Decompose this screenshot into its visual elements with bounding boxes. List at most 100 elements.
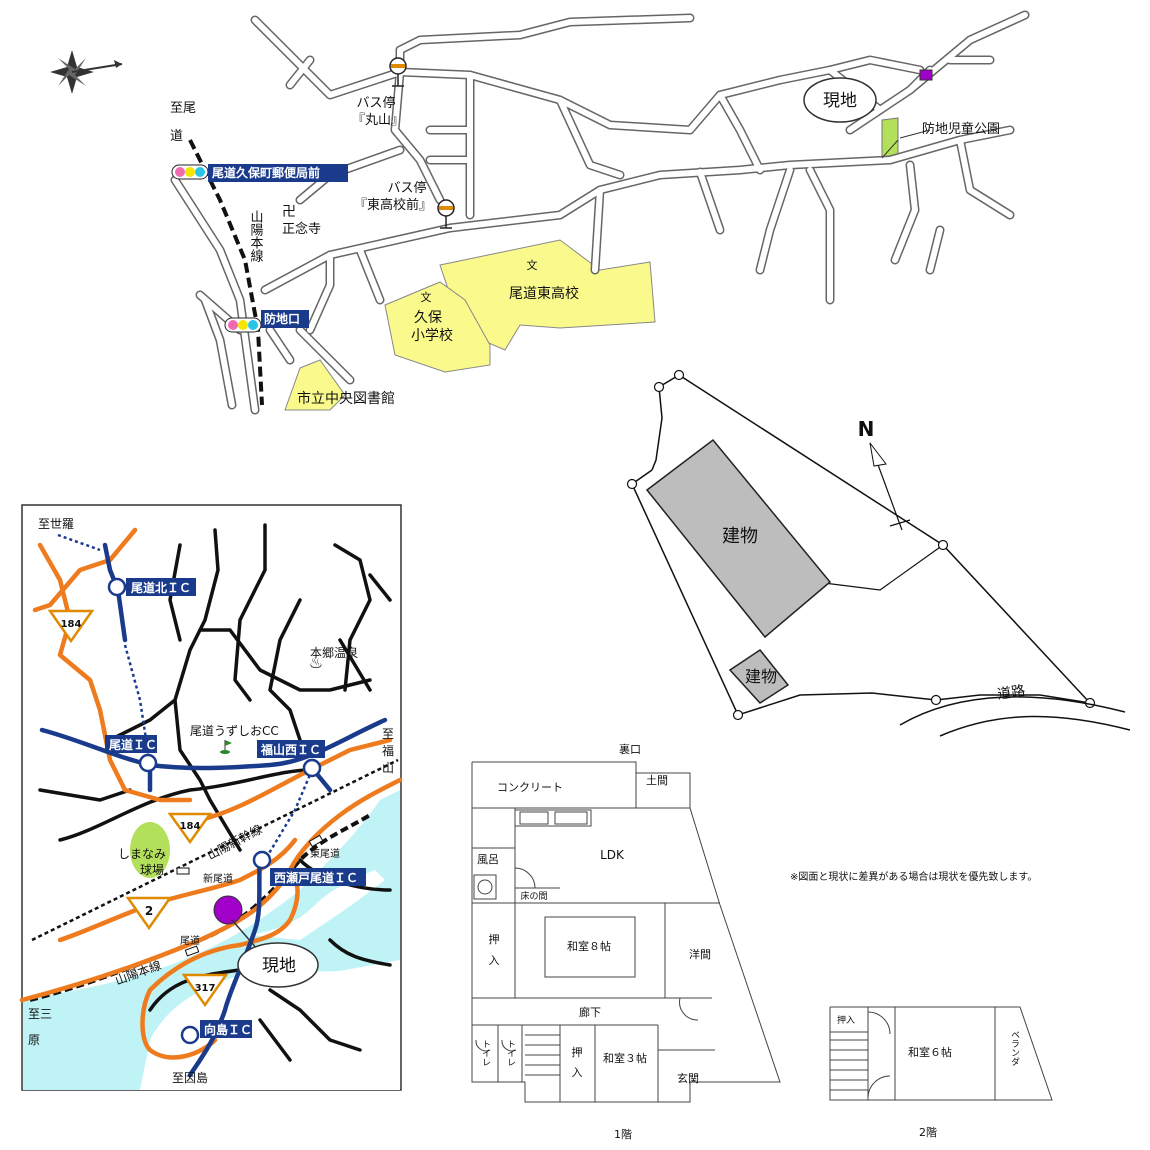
park-label: 防地児童公園 bbox=[922, 121, 1000, 137]
north-arrow-icon bbox=[869, 442, 911, 531]
traffic-signal-icon bbox=[224, 317, 262, 333]
shimanami-label-2: 球場 bbox=[140, 863, 164, 877]
station-icon bbox=[308, 834, 324, 848]
building-small bbox=[728, 648, 790, 704]
floor-plan-2-labels: 押入 和室６帖 ベランダ 2階 bbox=[837, 1014, 1020, 1139]
to-mihara-label-2: 原 bbox=[28, 1033, 40, 1047]
onomichi-kita-ic-label: 尾道北ＩＣ bbox=[131, 580, 191, 595]
signal-post-office-label: 尾道久保町郵便局前 bbox=[212, 165, 320, 180]
washitsu-3-label: 和室３帖 bbox=[603, 1051, 647, 1065]
bus-stop-higashi-label: バス停 bbox=[387, 180, 426, 196]
fukuyama-nishi-ic-label: 福山西ＩＣ bbox=[260, 742, 321, 757]
route-2-label: 2 bbox=[145, 904, 153, 918]
shimanami-label: しまなみ bbox=[118, 847, 166, 861]
ic-marker bbox=[107, 577, 127, 597]
onomichi-ic-label: 尾道ＩＣ bbox=[109, 737, 157, 752]
higashi-onomichi-label: 東尾道 bbox=[310, 847, 340, 860]
ic-marker bbox=[252, 850, 272, 870]
toilet-2-label: トイレ bbox=[505, 1040, 516, 1067]
bus-stop-maruyama-icon bbox=[389, 57, 407, 87]
bath-label: 風呂 bbox=[477, 853, 499, 866]
oshiire-2-label-2: 入 bbox=[572, 1066, 583, 1079]
back-door-label: 裏口 bbox=[619, 742, 641, 756]
route-shield-icon bbox=[181, 973, 229, 1008]
mukaishima-ic-label: 向島ＩＣ bbox=[204, 1022, 252, 1037]
floor-2-label: 2階 bbox=[919, 1125, 937, 1139]
building-main bbox=[645, 438, 832, 639]
yoma-label: 洋間 bbox=[689, 947, 711, 961]
toilet-1-label: トイレ bbox=[480, 1040, 491, 1067]
ic-label-bg bbox=[105, 735, 157, 753]
ic-marker bbox=[180, 1025, 200, 1045]
site-marker bbox=[919, 69, 933, 81]
floor-plan-1 bbox=[471, 761, 781, 1103]
to-innoshima-label: 至因島 bbox=[172, 1070, 208, 1085]
bus-stop-maruyama-name: 『丸山』 bbox=[352, 113, 404, 128]
signal-bochiguchi-label: 防地口 bbox=[264, 311, 300, 326]
doma-label: 土間 bbox=[646, 774, 668, 787]
ic-marker bbox=[302, 758, 322, 778]
onsen-icon: ♨ bbox=[309, 653, 323, 672]
area-site-bubble bbox=[237, 942, 319, 988]
area-site-marker bbox=[213, 895, 243, 925]
current-site-label: 現地 bbox=[823, 91, 857, 111]
shin-onomichi-label: 新尾道 bbox=[203, 872, 233, 885]
shinkansen-line bbox=[31, 758, 399, 942]
oshiire-label: 押 bbox=[489, 932, 500, 946]
kubo-school-label-2: 小学校 bbox=[411, 327, 453, 344]
sanyo-main-line-label: 山陽本線 bbox=[248, 210, 264, 262]
oshiire-2-label: 押 bbox=[572, 1045, 583, 1059]
ic-marker bbox=[138, 753, 158, 773]
oshiire-f2-label: 押入 bbox=[837, 1014, 855, 1026]
local-map: 現地 バス停 『丸山』 バス停 『東高校前』 尾道久保町郵便局前 防地口 至尾 … bbox=[50, 10, 1030, 415]
temple-name: 正念寺 bbox=[282, 221, 321, 237]
corridor-label: 廊下 bbox=[579, 1005, 601, 1019]
higashi-high-school-label: 尾道東高校 bbox=[509, 285, 579, 302]
washitsu-6-label: 和室６帖 bbox=[908, 1045, 952, 1059]
bus-stop-higashi-icon bbox=[437, 199, 455, 229]
station-icon bbox=[176, 867, 190, 875]
sanyo-railway-line bbox=[188, 139, 264, 406]
golf-flag-icon bbox=[220, 740, 232, 754]
concrete-label: コンクリート bbox=[497, 781, 563, 794]
to-fukuyama-label-3: 山 bbox=[382, 761, 394, 775]
veranda-label: ベランダ bbox=[1009, 1030, 1020, 1066]
to-onomichi-label: 至尾 bbox=[170, 101, 196, 116]
onomichi-station-label: 尾道 bbox=[180, 934, 200, 947]
school-symbol-icon: 文 bbox=[421, 290, 432, 304]
library-label: 市立中央図書館 bbox=[297, 390, 395, 407]
compass-rose-icon bbox=[50, 50, 123, 94]
hongo-onsen-label: 本郷温泉 bbox=[310, 646, 358, 660]
golf-course-label: 尾道うずしおCC bbox=[190, 724, 279, 738]
route-317-label: 317 bbox=[195, 983, 216, 994]
kubo-school-label: 久保 bbox=[414, 310, 442, 326]
library-area bbox=[284, 359, 346, 411]
ic-label-bg bbox=[200, 1020, 252, 1038]
signal-label-bg bbox=[208, 164, 348, 182]
floor-plan-1-labels: 裏口 コンクリート 土間 LDK 風呂 床の間 押 入 和室８帖 洋間 廊下 ト… bbox=[477, 742, 711, 1141]
school-symbol-icon: 文 bbox=[527, 258, 538, 272]
route-shield-icon bbox=[47, 609, 95, 644]
to-fukuyama-label-2: 福 bbox=[382, 743, 394, 758]
to-mihara-label: 至三 bbox=[28, 1007, 52, 1021]
route-shield-icon bbox=[167, 812, 213, 845]
area-map: ♨ 至世羅 尾道北ＩＣ 184 184 2 317 本郷温泉 尾道うずしおCC … bbox=[19, 504, 403, 1091]
washitsu-8-label: 和室８帖 bbox=[567, 939, 611, 953]
area-site-label: 現地 bbox=[262, 956, 296, 976]
to-sera-label: 至世羅 bbox=[38, 517, 74, 531]
to-fukuyama-label: 至 bbox=[382, 727, 394, 741]
route-shield-icon bbox=[125, 896, 173, 931]
building-small-label: 建物 bbox=[745, 667, 777, 686]
oshiire-label-2: 入 bbox=[489, 954, 500, 967]
to-onomichi-label-2: 道 bbox=[170, 129, 183, 144]
current-site-bubble bbox=[803, 77, 877, 123]
temple-icon: 卍 bbox=[282, 204, 296, 220]
disclaimer-note: ※図面と現状に差異がある場合は現状を優先致します。 bbox=[790, 870, 1037, 883]
bus-stop-higashi-name: 『東高校前』 bbox=[354, 197, 432, 213]
floor-plan-2 bbox=[829, 1006, 1053, 1101]
ic-label-bg bbox=[126, 578, 196, 596]
station-icon bbox=[184, 945, 200, 957]
route-184-label: 184 bbox=[180, 821, 201, 832]
kubo-school-area bbox=[384, 281, 491, 373]
